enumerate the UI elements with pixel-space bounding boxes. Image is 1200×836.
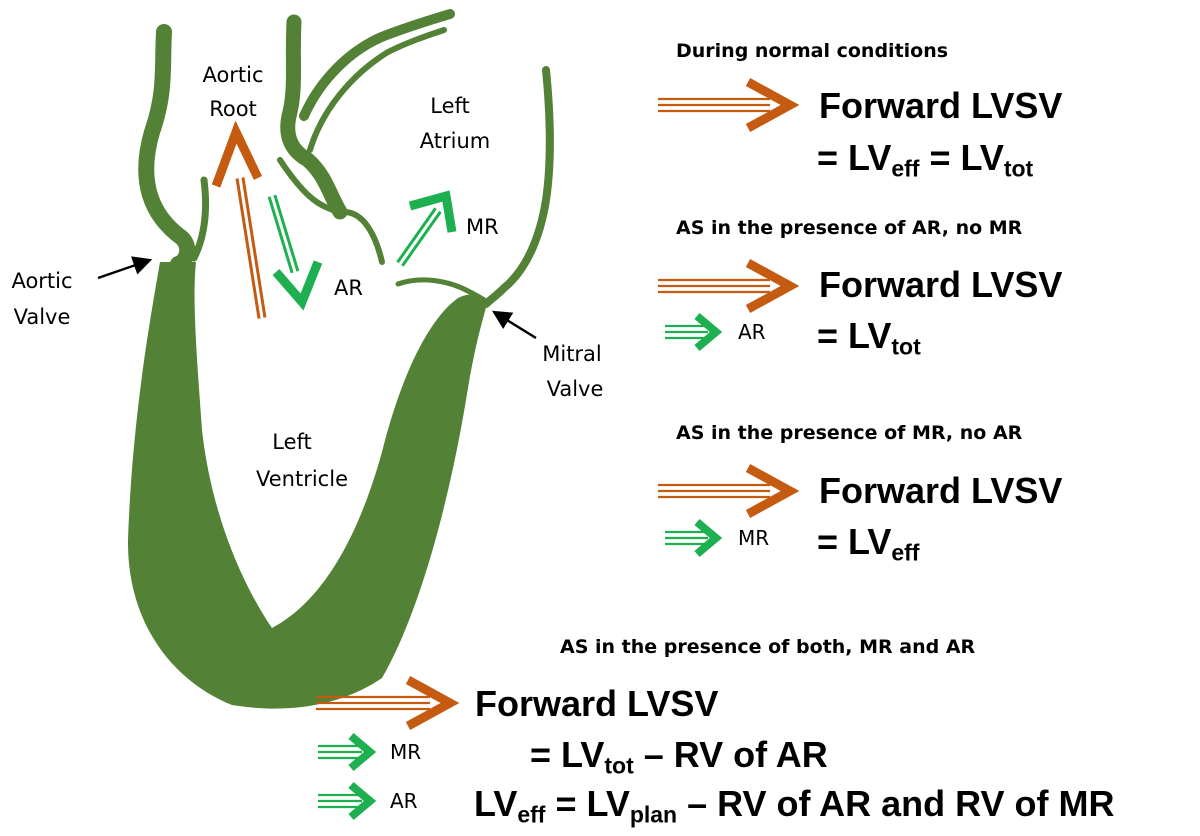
aortic-root-left-wall (138, 24, 196, 272)
legend-forward-arrow-3 (658, 464, 800, 518)
label-mitral-valve-1: Mitral (542, 342, 602, 366)
legend-ar-arrow-2 (665, 312, 723, 352)
mitral-valve-pointer (491, 310, 537, 340)
label-mr: MR (466, 215, 499, 239)
panel-1-heading: During normal conditions (676, 40, 949, 62)
label-left-ventricle-1: Left (272, 430, 312, 454)
legend-forward-arrow-4 (316, 676, 460, 730)
label-ar: AR (334, 276, 363, 300)
label-mitral-valve-2: Valve (547, 377, 604, 401)
panel-4-mr-label: MR (390, 740, 422, 764)
ar-flow-arrow (267, 194, 323, 311)
panel-1-forward-lvsv: Forward LVSV (819, 85, 1063, 126)
panel-4-equation-2: LVeff = LVplan – RV of AR and RV of MR (474, 783, 1115, 828)
panel-3-equation: = LVeff (817, 521, 920, 566)
panel-3-mr-label: MR (738, 526, 770, 550)
label-left-atrium-1: Left (430, 94, 470, 118)
panel-4-ar-label: AR (390, 789, 418, 813)
panel-1-equation: = LVeff = LVtot (817, 137, 1034, 182)
panel-2-forward-lvsv: Forward LVSV (819, 264, 1063, 305)
panel-4-heading: AS in the presence of both, MR and AR (560, 636, 976, 658)
panel-2-heading: AS in the presence of AR, no MR (676, 217, 1023, 239)
legend-mr-arrow-4 (318, 732, 377, 772)
aorta-vessel-inner (307, 27, 447, 153)
label-left-atrium-2: Atrium (420, 129, 490, 153)
left-ventricle-wall (127, 262, 489, 709)
legend-mr-arrow-3 (665, 518, 723, 558)
label-aortic-root-2: Root (209, 97, 257, 121)
forward-flow-arrow (211, 120, 267, 319)
label-left-ventricle-2: Ventricle (256, 467, 348, 491)
aortic-valve-pointer (97, 256, 153, 280)
legend-forward-arrow-2 (658, 259, 800, 313)
panel-4-equation-1: = LVtot – RV of AR (530, 734, 828, 779)
panel-2-ar-label: AR (738, 320, 766, 344)
legend-forward-arrow-1 (658, 78, 800, 132)
label-aortic-root-1: Aortic (202, 63, 263, 87)
left-atrium-wall (482, 66, 554, 308)
panel-4-forward-lvsv: Forward LVSV (475, 683, 719, 724)
label-aortic-valve-1: Aortic (11, 269, 72, 293)
aortic-root-right-wall (280, 14, 348, 220)
label-aortic-valve-2: Valve (14, 305, 71, 329)
panel-2-equation: = LVtot (817, 315, 921, 360)
anterior-mitral-leaflet (277, 157, 385, 265)
aortic-valve-leaflet (190, 176, 210, 262)
posterior-mitral-leaflet (395, 277, 491, 305)
mr-flow-arrow (396, 190, 457, 267)
aorta-vessel (299, 9, 455, 121)
panel-3-heading: AS in the presence of MR, no AR (676, 422, 1023, 444)
panel-3-forward-lvsv: Forward LVSV (819, 470, 1063, 511)
legend-ar-arrow-4 (318, 781, 377, 821)
